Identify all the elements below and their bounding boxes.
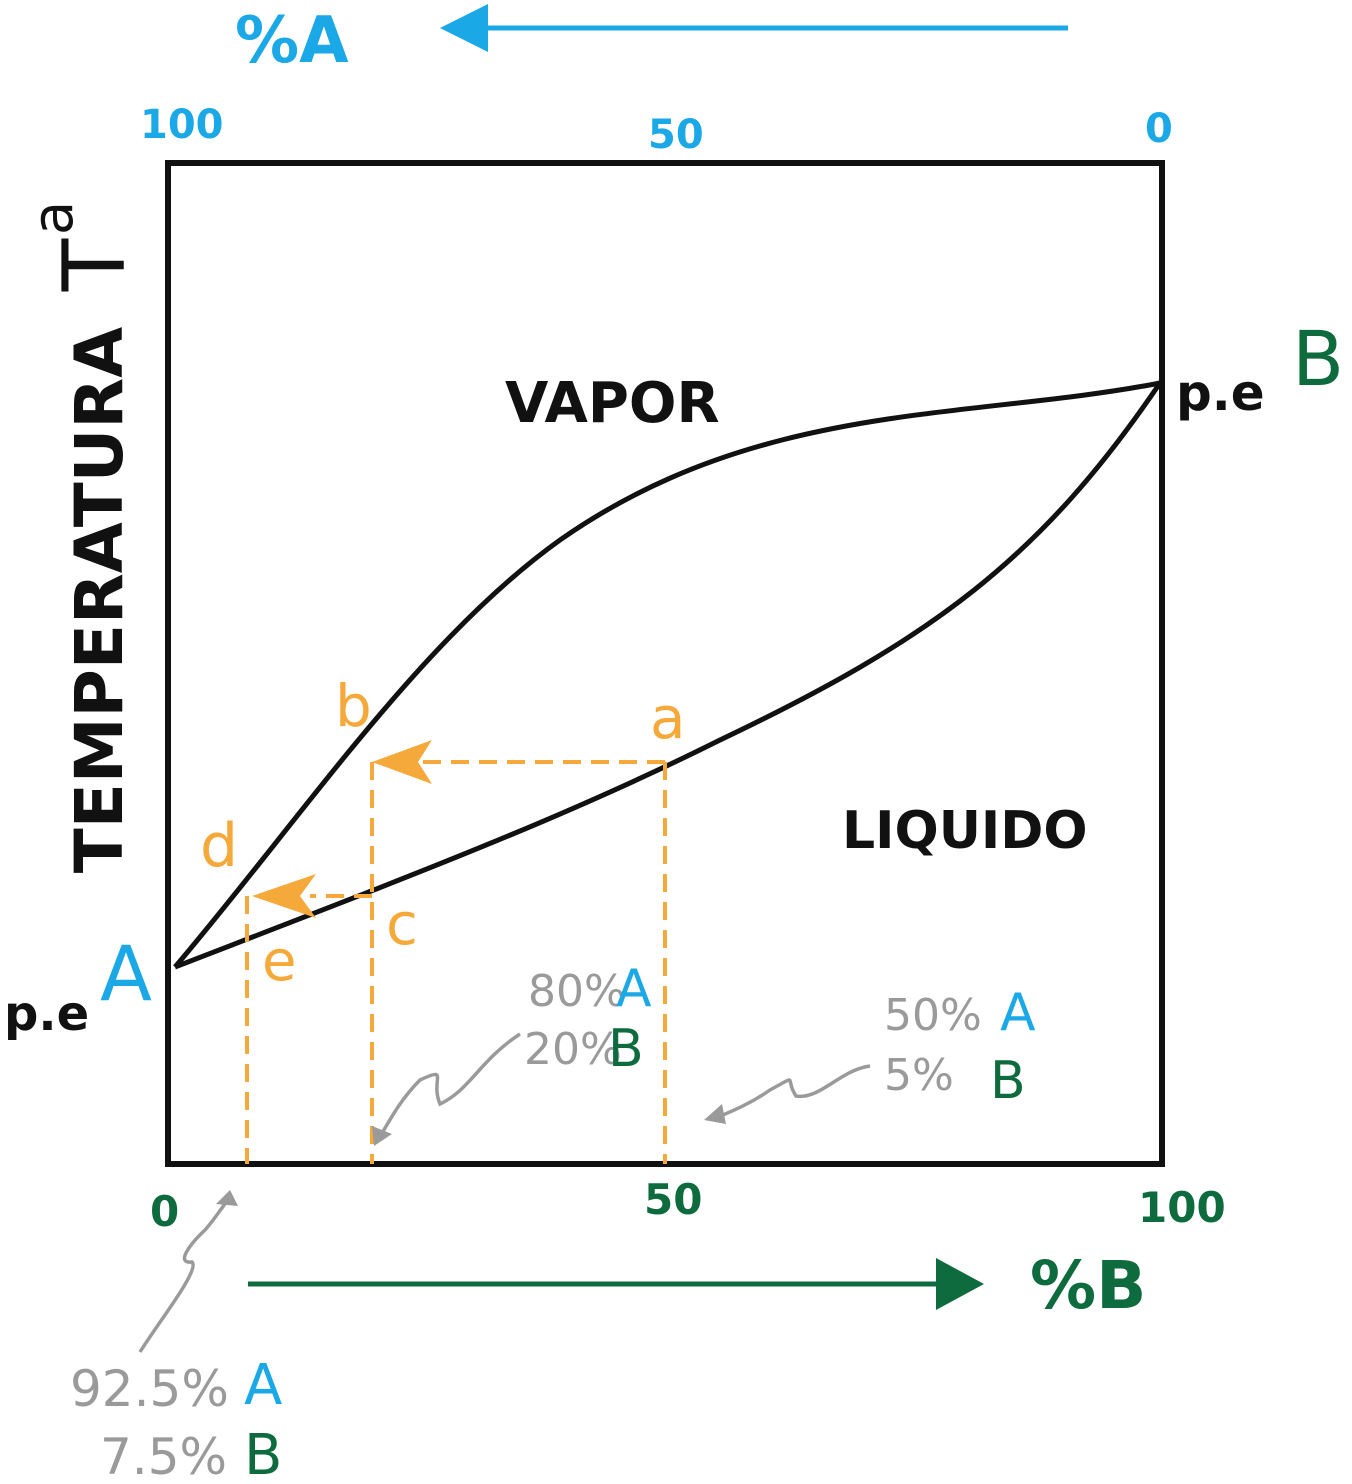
annotation-right-compA: A — [1000, 983, 1036, 1043]
top-axis-arrow-head — [440, 4, 488, 52]
bottom-tick-50: 50 — [644, 1175, 702, 1224]
annotation-mid-pointer — [376, 1032, 521, 1141]
annotation-bottom-pctA: 92.5% — [70, 1360, 229, 1418]
bp-left-component: A — [100, 929, 152, 1018]
annotation-bottom-compA: A — [244, 1353, 282, 1418]
annotation-mid-pointer-head — [372, 1126, 392, 1146]
liquid-curve — [174, 381, 1163, 970]
top-axis-title: %A — [235, 4, 349, 78]
arrow-a-to-b — [372, 740, 432, 784]
annotation-bottom-pointer-head — [216, 1190, 238, 1206]
top-tick-100: 100 — [140, 102, 224, 148]
y-axis-symbol-superscript: a — [21, 201, 86, 235]
bp-right-prefix: p.e — [1176, 364, 1265, 422]
point-b-label: b — [335, 672, 372, 740]
vapor-curve — [173, 380, 1161, 969]
liquid-label: LIQUIDO — [842, 801, 1088, 861]
point-a-label: a — [650, 684, 686, 752]
annotation-bottom-pointer — [138, 1198, 230, 1353]
bottom-tick-0: 0 — [150, 1187, 179, 1236]
bottom-tick-100: 100 — [1138, 1183, 1226, 1232]
annotation-mid-pctA: 80% — [528, 966, 626, 1017]
point-c-label: c — [386, 890, 418, 958]
annotation-right-pointer — [715, 1064, 871, 1120]
annotation-bottom-pctB: 7.5% — [100, 1428, 227, 1484]
annotation-right-pctA: 50% — [884, 990, 982, 1041]
annotation-right-pctB: 5% — [884, 1050, 954, 1101]
annotation-right-compB: B — [990, 1051, 1026, 1111]
bottom-axis-title: %B — [1030, 1247, 1146, 1324]
point-e-label: e — [262, 929, 296, 994]
top-tick-0: 0 — [1145, 106, 1173, 152]
construction-lines — [245, 760, 667, 1164]
annotation-mid-pctB: 20% — [524, 1024, 622, 1075]
annotation-mid-compA: A — [616, 959, 652, 1019]
arrow-c-to-d — [252, 874, 316, 918]
vapor-label: VAPOR — [505, 371, 720, 436]
point-d-label: d — [200, 811, 238, 881]
annotation-mid-compB: B — [608, 1019, 644, 1079]
y-axis-title: TEMPERATURA — [61, 327, 138, 874]
y-axis-symbol: T — [45, 238, 145, 292]
top-tick-50: 50 — [648, 112, 704, 158]
bottom-axis-arrow-head — [936, 1258, 984, 1310]
annotation-bottom-compB: B — [244, 1423, 282, 1484]
bp-right-component: B — [1292, 314, 1344, 403]
bp-left-prefix: p.e — [4, 986, 89, 1042]
annotation-right-pointer-head — [704, 1104, 726, 1124]
